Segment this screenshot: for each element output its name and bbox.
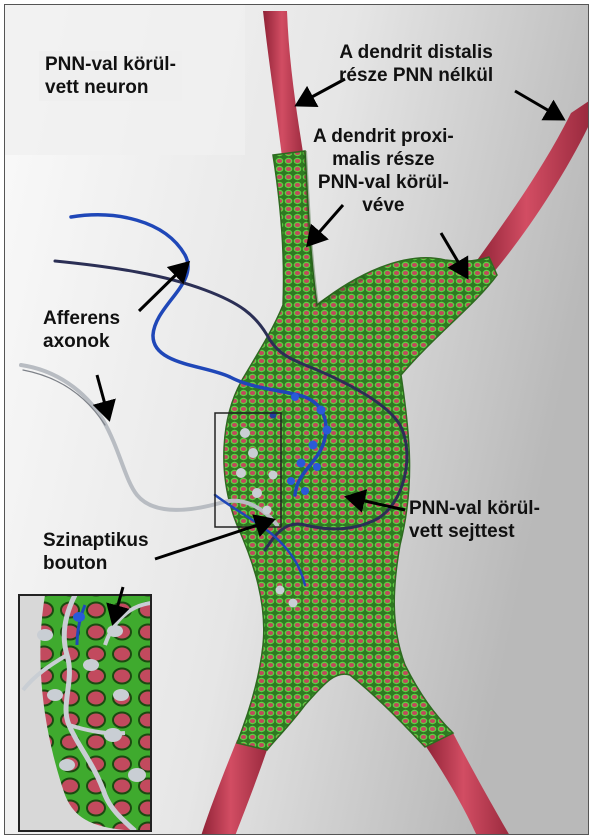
- label-synaptic-bouton: Szinaptikus bouton: [43, 529, 149, 575]
- label-pnn-soma: PNN-val körül- vett sejttest: [409, 497, 540, 543]
- label-afferent-axons: Afferens axonok: [43, 307, 120, 353]
- label-distal-dendrite: A dendrit distalis része PNN nélkül: [339, 41, 493, 87]
- label-proximal-dendrite: A dendrit proxi- malis része PNN-val kör…: [313, 125, 454, 217]
- diagram-canvas: [5, 5, 589, 835]
- label-pnn-neuron: PNN-val körül- vett neuron: [39, 51, 182, 101]
- pnn-neuron-diagram: PNN-val körül- vett neuron A dendrit dis…: [4, 4, 589, 835]
- inset-magnified-view: [19, 595, 151, 831]
